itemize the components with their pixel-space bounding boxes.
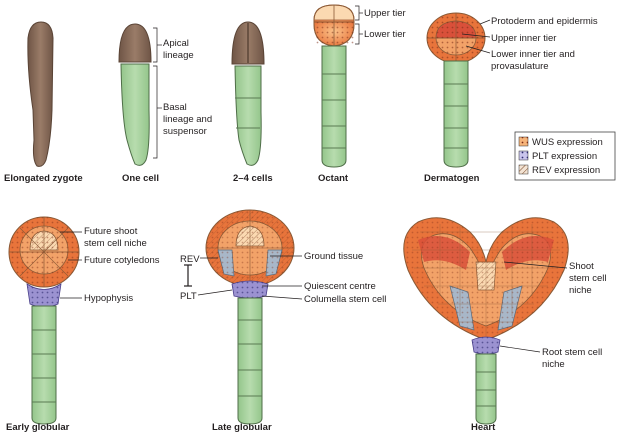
stage-label-heart: Heart: [471, 422, 496, 433]
label-protoderm: Protoderm and epidermis: [491, 16, 598, 27]
legend-label-rev: REV expression: [532, 165, 600, 176]
octant-embryo: [313, 4, 355, 168]
label-root-niche-1: Root stem cell: [542, 347, 602, 358]
label-lower-inner-2: provasulature: [491, 61, 549, 72]
stage-label-2-4-cells: 2–4 cells: [233, 173, 273, 184]
two-four-cells-embryo: [231, 21, 265, 166]
label-shoot-niche-1: Shoot: [569, 261, 594, 272]
label-plt: PLT: [180, 291, 197, 302]
label-future-shoot-1: Future shoot: [84, 226, 138, 237]
label-apical-lineage-1: Apical: [163, 38, 189, 49]
legend: WUS expression PLT expression REV expres…: [514, 131, 616, 181]
label-columella-stem-cell: Columella stem cell: [304, 294, 386, 305]
label-basal-1: Basal: [163, 102, 187, 113]
label-hypophysis: Hypophysis: [84, 293, 133, 304]
late-globular-embryo: [205, 209, 295, 425]
label-upper-inner-tier: Upper inner tier: [491, 33, 556, 44]
label-root-niche-2: niche: [542, 359, 565, 370]
label-lower-inner-1: Lower inner tier and: [491, 49, 575, 60]
label-ground-tissue: Ground tissue: [304, 251, 363, 262]
label-basal-3: suspensor: [163, 126, 207, 137]
early-globular-embryo: [8, 216, 80, 425]
elongated-zygote: [27, 21, 54, 167]
label-shoot-niche-2: stem cell: [569, 273, 606, 284]
stage-label-elongated-zygote: Elongated zygote: [4, 173, 83, 184]
label-future-cotyledons: Future cotyledons: [84, 255, 160, 266]
label-rev: REV: [180, 254, 200, 265]
one-cell-embryo: [118, 23, 152, 166]
label-lower-tier: Lower tier: [364, 29, 406, 40]
label-future-shoot-2: stem cell niche: [84, 238, 147, 249]
stage-label-octant: Octant: [318, 173, 349, 184]
label-shoot-niche-3: niche: [569, 285, 592, 296]
legend-box: [514, 131, 616, 181]
heart-embryo: [403, 217, 569, 425]
stage-label-one-cell: One cell: [122, 173, 159, 184]
basal-bracket: [153, 65, 158, 159]
legend-label-plt: PLT expression: [532, 151, 597, 162]
label-upper-tier: Upper tier: [364, 8, 406, 19]
stage-label-early-globular: Early globular: [6, 422, 70, 433]
label-quiescent-centre: Quiescent centre: [304, 281, 376, 292]
stage-label-late-globular: Late globular: [212, 422, 272, 433]
legend-label-wus: WUS expression: [532, 137, 603, 148]
dermatogen-embryo: [426, 12, 486, 168]
upper-tier-bracket: [355, 5, 360, 21]
label-basal-2: lineage and: [163, 114, 212, 125]
apical-bracket: [153, 27, 158, 63]
stage-label-dermatogen: Dermatogen: [424, 173, 480, 184]
lower-tier-bracket: [355, 23, 360, 45]
label-apical-lineage-2: lineage: [163, 50, 194, 61]
